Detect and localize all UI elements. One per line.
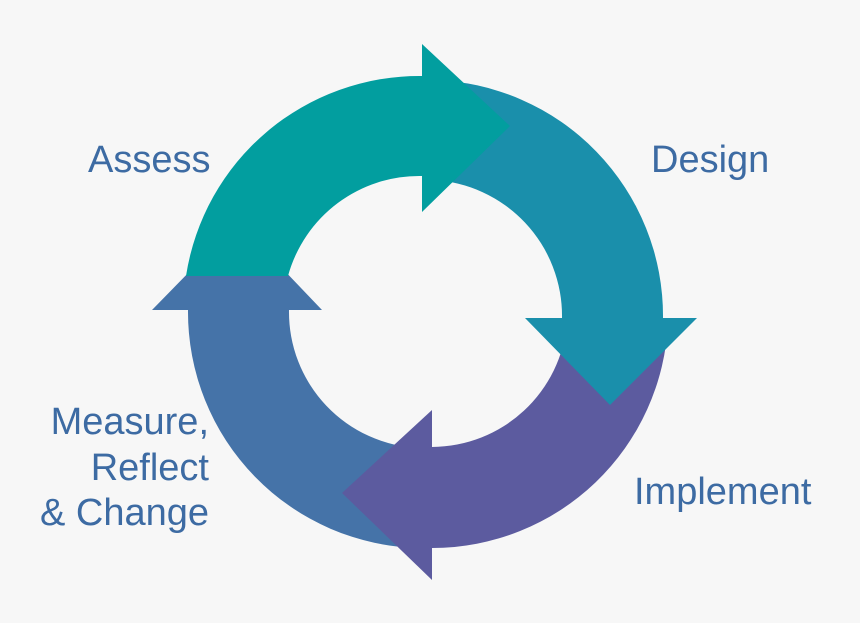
measure-reflect-change-label: Measure, Reflect & Change (0, 400, 209, 537)
measure-label-line: Measure, (50, 401, 209, 443)
implement-label: Implement (634, 471, 812, 513)
change-label-line: & Change (39, 492, 209, 535)
assess-arrow (186, 44, 510, 276)
design-arrow (432, 80, 697, 405)
implement-arrow (342, 322, 668, 580)
reflect-label-line: Reflect (90, 446, 209, 489)
measure-arrow (152, 222, 420, 548)
design-label: Design (651, 139, 770, 181)
assess-label: Assess (88, 139, 211, 181)
